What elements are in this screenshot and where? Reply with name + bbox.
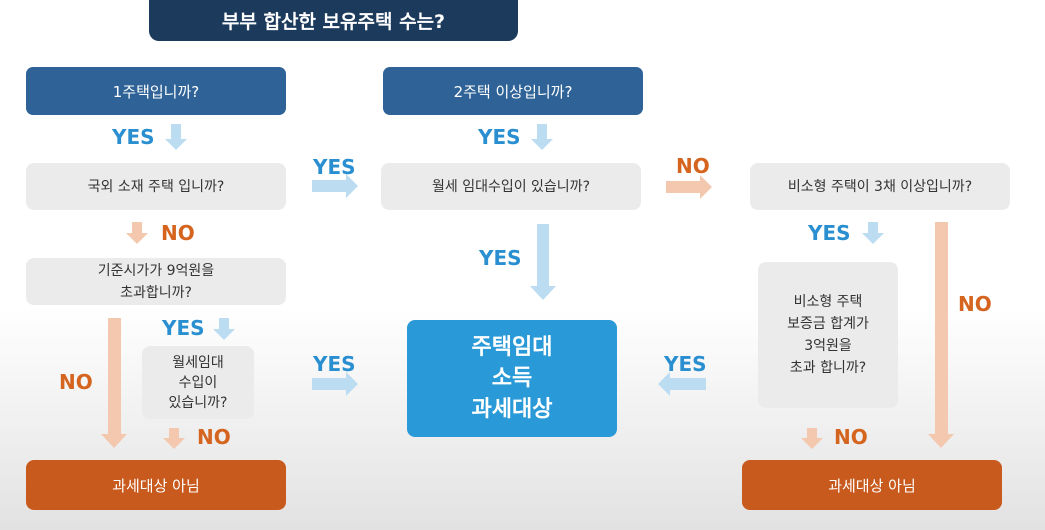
yes-label-3: YES bbox=[478, 125, 521, 149]
arrow-no-right bbox=[666, 175, 712, 199]
arrow-no-2 bbox=[101, 318, 127, 448]
yes-label-8: YES bbox=[664, 352, 707, 376]
question-value-line2: 초과합니까? bbox=[120, 284, 192, 301]
arrow-no-5 bbox=[928, 222, 954, 448]
question-one-house-label: 1주택입니까? bbox=[112, 82, 200, 101]
arrow-yes-4 bbox=[213, 318, 235, 340]
question-monthly-rent-label: 월세 임대수입이 있습니까? bbox=[431, 178, 590, 195]
arrow-yes-1 bbox=[165, 124, 187, 150]
arrow-yes-2 bbox=[531, 124, 553, 150]
yes-label-7: YES bbox=[313, 352, 356, 376]
question-two-plus-label: 2주택 이상입니까? bbox=[453, 82, 573, 101]
result-line2: 소득 bbox=[491, 366, 533, 391]
question-deposit-line3: 3억원을 bbox=[804, 338, 852, 354]
arrow-yes-right-1 bbox=[312, 174, 358, 198]
no-label-1: NO bbox=[161, 221, 195, 245]
no-label-6: NO bbox=[958, 292, 992, 316]
question-deposit-line2: 보증금 합계가 bbox=[787, 316, 869, 332]
outcome-left-label: 과세대상 아님 bbox=[112, 476, 200, 495]
arrow-no-4 bbox=[801, 428, 823, 449]
no-label-4: NO bbox=[197, 425, 231, 449]
question-small-houses: 비소형 주택이 3채 이상입니까? bbox=[750, 163, 1010, 210]
outcome-not-taxable-right: 과세대상 아님 bbox=[742, 460, 1002, 510]
outcome-right-label: 과세대상 아님 bbox=[828, 476, 916, 495]
question-value-line1: 기준시가가 9억원을 bbox=[97, 262, 215, 279]
arrow-yes-right-2 bbox=[312, 372, 358, 396]
question-foreign: 국외 소재 주택 입니까? bbox=[26, 163, 286, 210]
result-line1: 주택임대 bbox=[471, 335, 553, 360]
title-box: 부부 합산한 보유주택 수는? bbox=[149, 0, 518, 41]
yes-label-2: YES bbox=[313, 155, 356, 179]
arrow-yes-5 bbox=[862, 222, 884, 244]
no-label-3: NO bbox=[59, 370, 93, 394]
question-two-plus: 2주택 이상입니까? bbox=[383, 67, 643, 115]
question-rent-small-line2: 수입이 bbox=[178, 374, 218, 391]
arrow-yes-3 bbox=[530, 224, 556, 300]
yes-label-1: YES bbox=[112, 125, 155, 149]
question-rent-small-line1: 월세임대 bbox=[172, 354, 224, 371]
question-value: 기준시가가 9억원을 초과합니까? bbox=[26, 258, 286, 305]
question-rent-small: 월세임대 수입이 있습니까? bbox=[142, 346, 254, 419]
no-label-5: NO bbox=[834, 425, 868, 449]
question-one-house: 1주택입니까? bbox=[26, 67, 286, 115]
outcome-not-taxable-left: 과세대상 아님 bbox=[26, 460, 286, 510]
question-monthly-rent: 월세 임대수입이 있습니까? bbox=[381, 163, 641, 210]
arrow-no-3 bbox=[163, 428, 185, 449]
question-deposit: 비소형 주택 보증금 합계가 3억원을 초과 합니까? bbox=[758, 262, 898, 408]
question-deposit-line4: 초과 합니까? bbox=[789, 360, 867, 376]
question-small-houses-label: 비소형 주택이 3채 이상입니까? bbox=[787, 178, 973, 195]
question-rent-small-line3: 있습니까? bbox=[168, 394, 228, 411]
question-deposit-line1: 비소형 주택 bbox=[793, 294, 863, 310]
no-label-2: NO bbox=[676, 154, 710, 178]
title-text: 부부 합산한 보유주택 수는? bbox=[221, 11, 446, 33]
arrow-yes-left bbox=[658, 372, 706, 396]
result-taxable: 주택임대 소득 과세대상 bbox=[407, 320, 617, 437]
result-line3: 과세대상 bbox=[471, 397, 553, 422]
arrow-no-1 bbox=[126, 222, 148, 244]
yes-label-5: YES bbox=[808, 221, 851, 245]
question-foreign-label: 국외 소재 주택 입니까? bbox=[87, 178, 225, 195]
yes-label-6: YES bbox=[162, 316, 205, 340]
yes-label-4: YES bbox=[479, 246, 522, 270]
